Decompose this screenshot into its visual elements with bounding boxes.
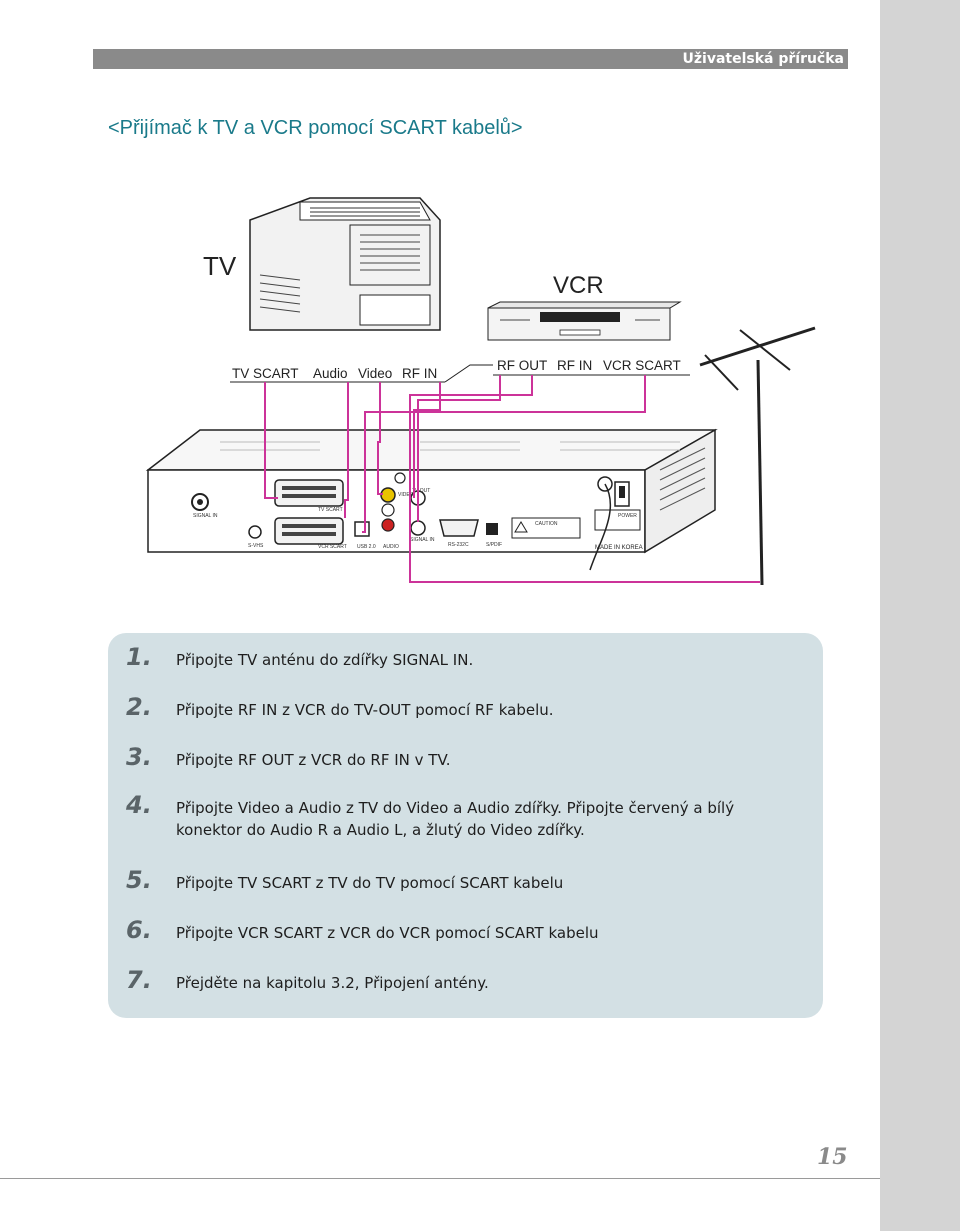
bottom-rule bbox=[0, 1178, 880, 1179]
step-number: 3. bbox=[126, 743, 152, 771]
step-number: 5. bbox=[126, 866, 152, 894]
rx-s-vhs: S-VHS bbox=[248, 543, 264, 549]
rx-made-in: MADE IN KOREA bbox=[595, 545, 643, 551]
vcr-illustration bbox=[487, 301, 682, 341]
vcr-port-rf-in: RF IN bbox=[557, 358, 592, 373]
rx-rs232c: RS-232C bbox=[448, 542, 469, 548]
header-bar: Uživatelská příručka bbox=[93, 49, 848, 69]
rx-video: VIDEO bbox=[398, 492, 414, 498]
step-text: Připojte RF IN z VCR do TV-OUT pomocí RF… bbox=[176, 701, 554, 719]
step-text: Připojte VCR SCART z VCR do VCR pomocí S… bbox=[176, 924, 599, 942]
page-title: <Přijímač k TV a VCR pomocí SCART kabelů… bbox=[108, 117, 523, 139]
tv-port-video: Video bbox=[358, 366, 392, 381]
rx-spdif: S/PDIF bbox=[486, 542, 502, 548]
steps-box: 1. Připojte TV anténu do zdířky SIGNAL I… bbox=[108, 633, 823, 1018]
receiver-illustration bbox=[145, 428, 718, 554]
rx-tv-out: TV OUT bbox=[412, 488, 430, 494]
rx-vcr-scart: VCR SCART bbox=[318, 544, 347, 550]
rx-power: POWER bbox=[618, 513, 637, 519]
tv-port-audio: Audio bbox=[313, 366, 348, 381]
antenna-illustration bbox=[699, 326, 816, 586]
rx-signal-in-2: SIGNAL IN bbox=[410, 537, 435, 543]
tv-label: TV bbox=[203, 251, 237, 281]
rx-signal-in: SIGNAL IN bbox=[193, 513, 218, 519]
step-number: 6. bbox=[126, 916, 152, 944]
rx-usb: USB 2.0 bbox=[357, 544, 376, 550]
page-number: 15 bbox=[817, 1144, 848, 1170]
step-number: 2. bbox=[126, 693, 152, 721]
connection-diagram: TV VCR TV SCART Audio Video RF IN RF OUT… bbox=[145, 197, 816, 586]
step-text: Připojte TV SCART z TV do TV pomocí SCAR… bbox=[176, 874, 564, 892]
step-number: 7. bbox=[126, 966, 152, 994]
rx-tv-scart: TV SCART bbox=[318, 507, 343, 513]
tv-illustration bbox=[249, 197, 441, 331]
cables bbox=[264, 375, 760, 583]
step-text: Přejděte na kapitolu 3.2, Připojení anté… bbox=[176, 974, 489, 992]
header-title: Uživatelská příručka bbox=[682, 51, 845, 67]
step-number: 4. bbox=[126, 791, 152, 819]
side-strip bbox=[880, 0, 960, 1231]
vcr-port-rf-out: RF OUT bbox=[497, 358, 547, 373]
vcr-label: VCR bbox=[553, 272, 604, 299]
tv-port-scart: TV SCART bbox=[232, 366, 299, 381]
step-text: Připojte RF OUT z VCR do RF IN v TV. bbox=[176, 751, 451, 769]
rx-audio: AUDIO bbox=[383, 544, 399, 550]
rx-caution: CAUTION bbox=[535, 521, 558, 527]
tv-port-rf-in: RF IN bbox=[402, 366, 437, 381]
vcr-port-scart: VCR SCART bbox=[603, 358, 681, 373]
step-text: Připojte Video a Audio z TV do Video a A… bbox=[176, 799, 735, 839]
step-number: 1. bbox=[126, 643, 152, 671]
step-text: Připojte TV anténu do zdířky SIGNAL IN. bbox=[176, 651, 474, 669]
